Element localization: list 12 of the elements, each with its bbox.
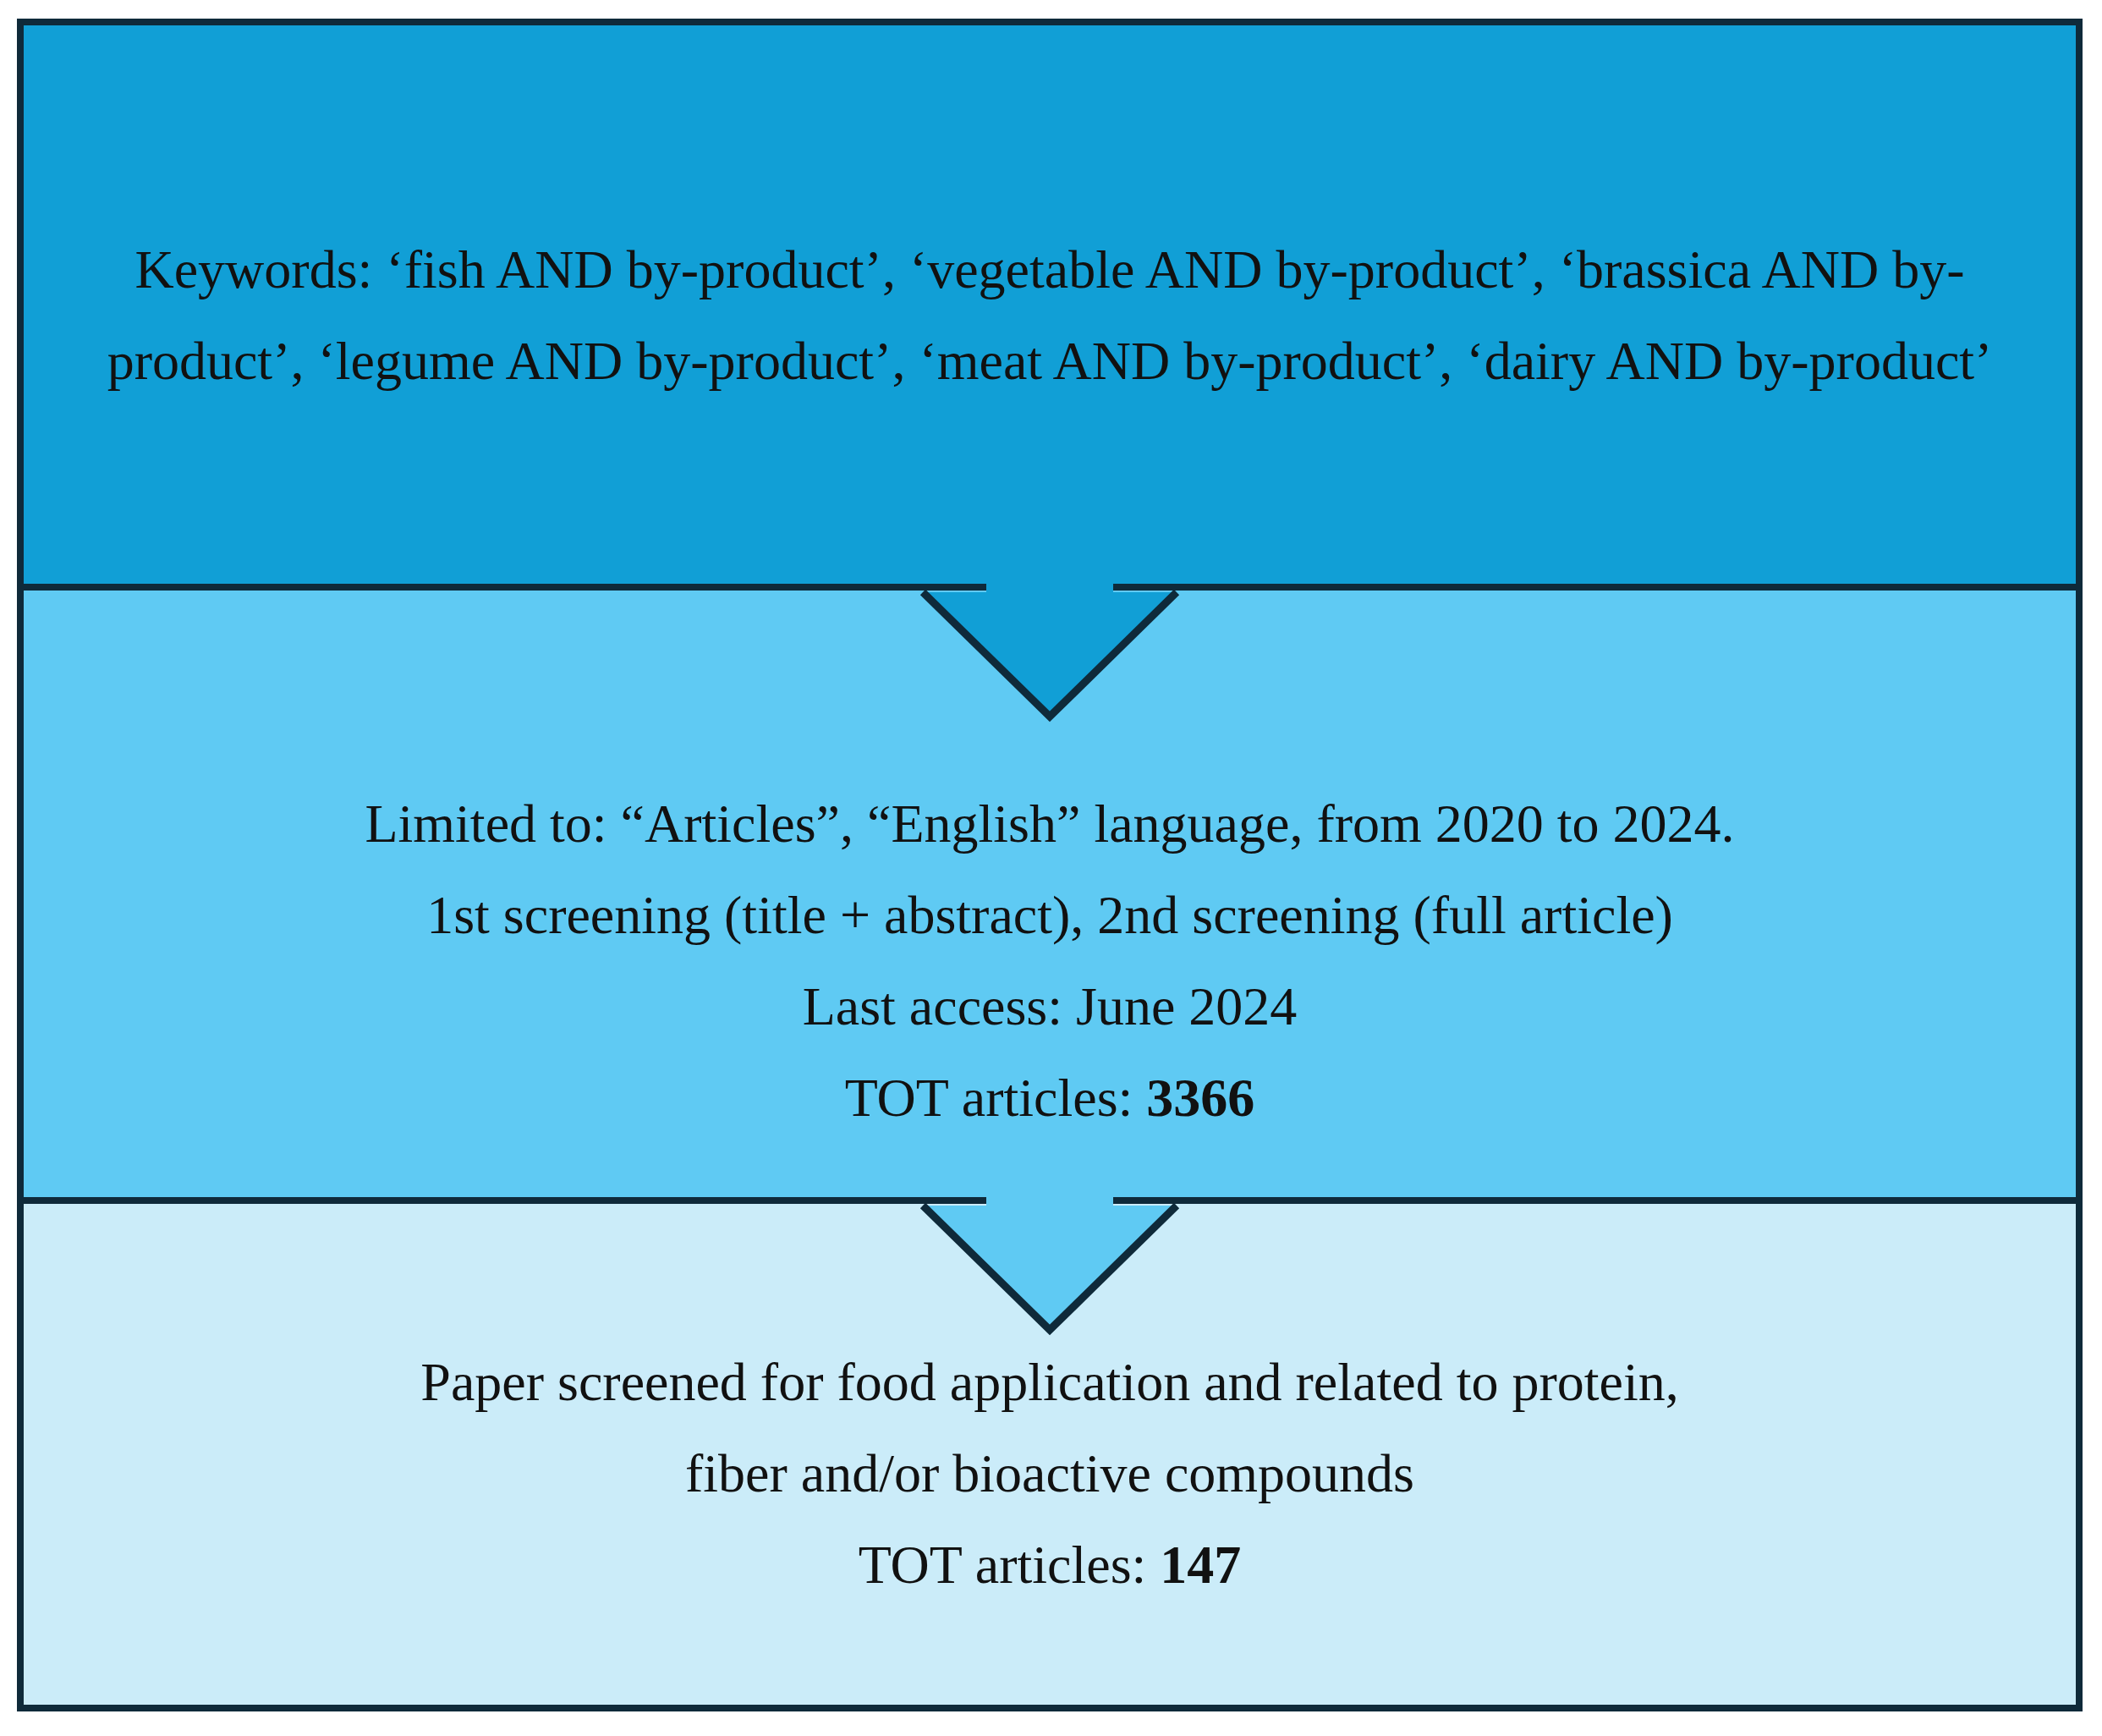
- chevron-arrow: [919, 1196, 1181, 1334]
- box-text: 1st screening (title + abstract), 2nd screening (full article): [426, 884, 1673, 947]
- box-text: Last access: June 2024: [802, 975, 1298, 1038]
- box-text: Paper screened for food application and related to protein, fiber and/or bioactive compounds: [420, 1351, 1680, 1505]
- box-text: Keywords: ‘fish AND by-product’, ‘vegetable AND by-product’, ‘brassica AND by-product’, ‘legume AND by-product’, ‘meat AND by-product’, ‘dairy AND by-product’: [106, 239, 1994, 393]
- process-box: [17, 1204, 2083, 1711]
- box-text: TOT articles: 3366: [844, 1067, 1255, 1129]
- box-text: Limited to: “Articles”, “English” language, from 2020 to 2024.: [365, 793, 1735, 855]
- process-box: [17, 19, 2083, 591]
- chevron-arrow: [919, 583, 1181, 721]
- process-box: [17, 591, 2083, 1204]
- box-text: TOT articles: 147: [858, 1534, 1242, 1596]
